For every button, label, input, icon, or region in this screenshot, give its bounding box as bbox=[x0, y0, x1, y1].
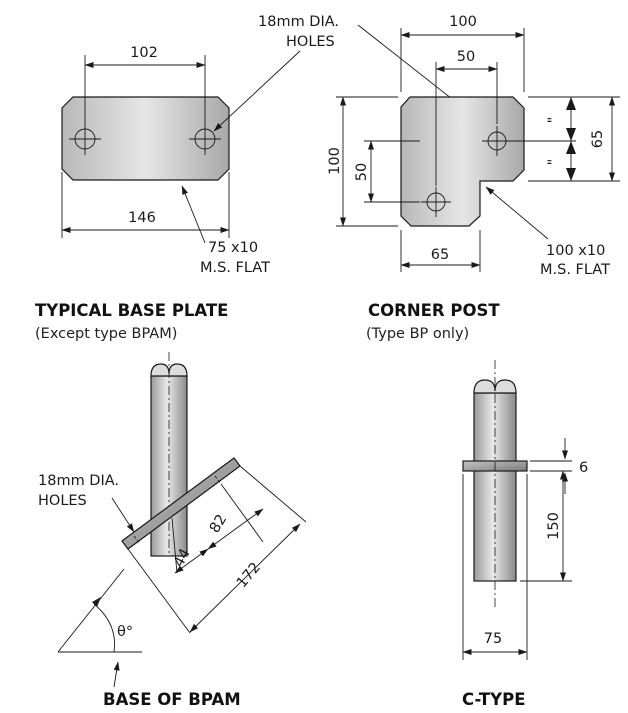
dim-146: 146 bbox=[128, 210, 156, 226]
base-plate-note-line1: 75 x10 bbox=[208, 240, 258, 256]
hole-bottom bbox=[421, 187, 451, 217]
holes-note-line1: 18mm DIA. bbox=[258, 14, 339, 30]
dim-75: 75 bbox=[484, 631, 502, 647]
base-plate bbox=[61, 96, 230, 181]
bpam-angle-leg bbox=[57, 568, 125, 653]
corner-post-note-line1: 100 x10 bbox=[546, 243, 605, 259]
bpam-angle: θ° bbox=[117, 624, 133, 640]
base-plate-caption: TYPICAL BASE PLATE bbox=[35, 301, 228, 320]
dim-cp-left-50: 50 bbox=[354, 163, 370, 181]
holes-note-line2: HOLES bbox=[286, 34, 335, 50]
corner-post-note-line2: M.S. FLAT bbox=[540, 262, 610, 278]
dim-82: 82 bbox=[207, 512, 230, 536]
dim-102: 102 bbox=[130, 45, 158, 61]
ctype-caption: C-TYPE bbox=[462, 690, 525, 709]
base-plate-view: 102 146 75 x10 M.S. FLAT TYPICAL BASE PL… bbox=[35, 45, 270, 342]
equal-mark-bottom: " bbox=[546, 159, 562, 166]
corner-post-plate bbox=[400, 96, 525, 227]
hole-top bbox=[482, 126, 512, 156]
base-plate-subcaption: (Except type BPAM) bbox=[35, 326, 177, 342]
equal-mark-top: " bbox=[546, 117, 562, 124]
dim-cp-50: 50 bbox=[457, 49, 475, 65]
bpam-holes-line2: HOLES bbox=[38, 493, 87, 509]
dim-cp-right-65: 65 bbox=[590, 130, 606, 148]
dim-cp-100-top: 100 bbox=[449, 14, 477, 30]
dim-44: 44 bbox=[171, 546, 194, 570]
dim-6: 6 bbox=[579, 460, 588, 476]
base-plate-note-line2: M.S. FLAT bbox=[200, 260, 270, 276]
corner-post-caption: CORNER POST bbox=[368, 301, 500, 320]
dim-cp-bottom-65: 65 bbox=[431, 247, 449, 263]
ctype-view: 6 150 75 C-TYPE bbox=[462, 360, 588, 709]
bpam-holes-line1: 18mm DIA. bbox=[38, 473, 119, 489]
hole-right bbox=[189, 123, 221, 155]
bpam-view: 44 82 172 18mm DIA. HOLES θ° BASE OF BPA… bbox=[38, 352, 307, 709]
dim-cp-left-100: 100 bbox=[327, 147, 343, 175]
bpam-caption: BASE OF BPAM bbox=[103, 690, 241, 709]
holes-note: 18mm DIA. HOLES bbox=[213, 14, 495, 133]
corner-post-subcaption: (Type BP only) bbox=[366, 326, 469, 342]
hole-left bbox=[69, 123, 101, 155]
corner-post-view: 100 50 100 50 65 " " 65 100 x10 bbox=[327, 14, 620, 342]
dim-line-172 bbox=[189, 523, 301, 633]
dim-150: 150 bbox=[546, 512, 562, 540]
